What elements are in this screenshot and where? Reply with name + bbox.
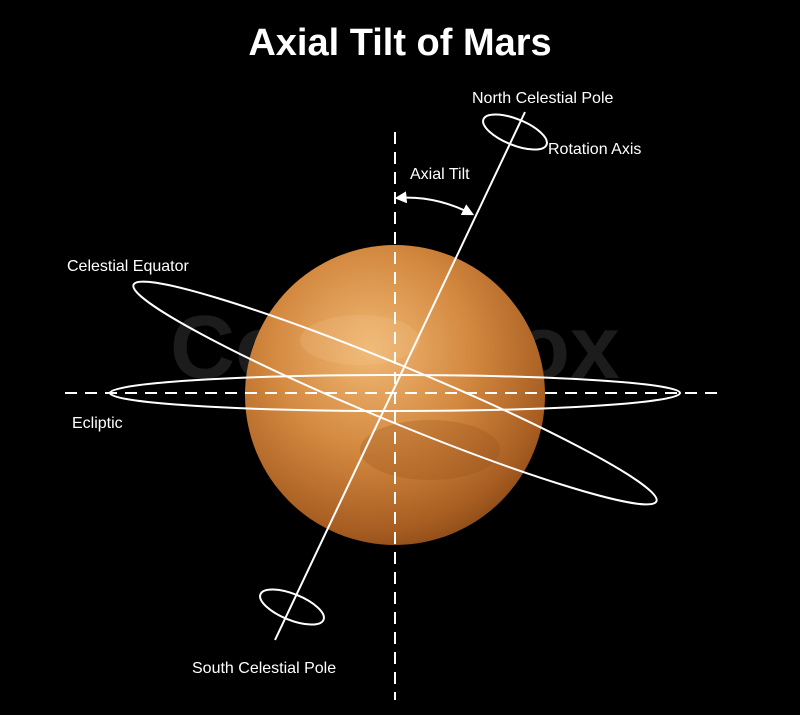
planet-texture (360, 420, 500, 480)
south-rotation-ellipse (259, 588, 325, 626)
label-ecliptic: Ecliptic (72, 415, 123, 432)
north-rotation-ellipse (482, 113, 548, 151)
celestial-equator-ellipse (132, 280, 658, 506)
label-axial-tilt: Axial Tilt (410, 166, 470, 183)
label-celestial-equator: Celestial Equator (67, 258, 189, 275)
label-rotation-axis: Rotation Axis (548, 141, 642, 158)
planet-texture (300, 315, 420, 365)
axial-tilt-arrow (394, 191, 475, 216)
label-north-celestial-pole: North Celestial Pole (472, 90, 614, 107)
diagram-title: Axial Tilt of Mars (248, 22, 552, 64)
label-south-celestial-pole: South Celestial Pole (192, 660, 337, 677)
ecliptic-ellipse (109, 374, 681, 412)
rotation-axis-line (274, 111, 526, 641)
